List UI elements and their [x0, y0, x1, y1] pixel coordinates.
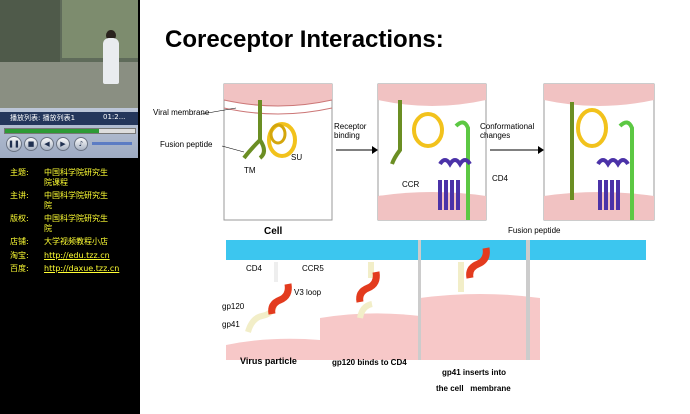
- label-conformational: Conformational changes: [480, 122, 535, 140]
- bottom-panel: [226, 240, 646, 360]
- taobao-link: http://edu.tzz.cn: [44, 251, 110, 260]
- label-tm: TM: [244, 166, 256, 175]
- playback-time: 01:2...: [103, 113, 126, 121]
- coreceptor-diagram: [201, 83, 655, 360]
- label-ccr5: CCR5: [302, 264, 324, 273]
- next-icon[interactable]: ▶: [56, 137, 70, 151]
- label-cd4: CD4: [492, 174, 509, 183]
- video-chalkboard-left: [0, 0, 60, 62]
- info-row-lecturer: 主讲:中国科学院研究生院: [10, 191, 108, 210]
- panel-initial: [223, 83, 333, 221]
- seek-progress: [5, 129, 99, 133]
- info-row-taobao[interactable]: 淘宝:http://edu.tzz.cn: [10, 251, 110, 261]
- slide-title: Coreceptor Interactions:: [165, 26, 444, 53]
- panel-receptor-binding: [377, 83, 487, 221]
- slide: Coreceptor Interactions:: [140, 0, 690, 414]
- label-gp41: gp41: [222, 320, 240, 329]
- info-row-copyright: 版权:中国科学院研究生院: [10, 214, 108, 233]
- label-ccr: CCR: [402, 180, 420, 189]
- label-virus-particle: Virus particle: [240, 356, 297, 366]
- mute-icon[interactable]: ♪: [74, 137, 88, 151]
- stop-icon[interactable]: ■: [24, 137, 38, 151]
- label-fusion-peptide: Fusion peptide: [160, 140, 213, 149]
- playlist-titlebar: 播放列表: 播放列表1 01:2...: [0, 112, 138, 125]
- video-lecturer-head: [106, 30, 116, 41]
- arrows: [336, 146, 544, 154]
- info-row-topic: 主题:中国科学院研究生院课程: [10, 168, 108, 187]
- label-cell: Cell: [264, 226, 283, 237]
- panel-conformational: [543, 83, 655, 221]
- label-cd4-bottom: CD4: [246, 264, 263, 273]
- label-gp120: gp120: [222, 302, 245, 311]
- pause-icon[interactable]: ❚❚: [6, 136, 22, 152]
- playlist-title: 播放列表: 播放列表1: [10, 114, 76, 122]
- label-cell-membrane: the cell membrane: [436, 384, 511, 393]
- info-row-shop: 店铺:大学视频教程小店: [10, 237, 108, 246]
- label-gp41-inserts: gp41 inserts into: [442, 368, 507, 377]
- label-v3-loop: V3 loop: [294, 288, 322, 297]
- volume-slider[interactable]: [92, 142, 132, 145]
- seek-bar[interactable]: [4, 128, 136, 134]
- label-fusion-peptide-2: Fusion peptide: [508, 226, 561, 235]
- lecture-video[interactable]: [0, 0, 138, 108]
- video-chalkboard: [62, 0, 138, 58]
- player-panel: 播放列表: 播放列表1 01:2... ❚❚ ■ ◀ ▶ ♪ 主题:中国科学院研…: [0, 0, 138, 414]
- label-gp120-binds: gp120 binds to CD4: [332, 358, 407, 367]
- video-lecturer: [103, 38, 119, 84]
- label-su: SU: [291, 153, 303, 162]
- previous-icon[interactable]: ◀: [40, 137, 54, 151]
- label-receptor-binding: Receptor binding: [334, 122, 367, 140]
- label-viral-membrane: Viral membrane: [153, 108, 210, 117]
- baidu-link: http://daxue.tzz.cn: [44, 264, 120, 273]
- info-row-baidu[interactable]: 百度:http://daxue.tzz.cn: [10, 264, 120, 273]
